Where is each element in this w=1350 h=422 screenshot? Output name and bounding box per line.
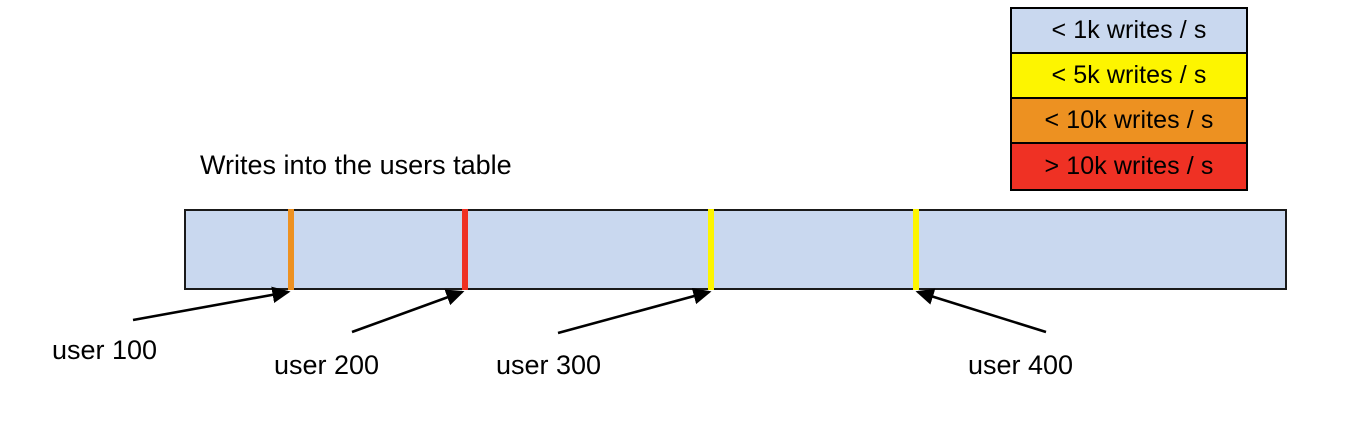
- legend-label-3: > 10k writes / s: [1044, 152, 1214, 180]
- arrow-user-100: [132, 286, 291, 322]
- label-user-200: user 200: [274, 350, 380, 380]
- bar-background: [184, 209, 1287, 290]
- label-user-100: user 100: [52, 335, 158, 365]
- legend-label-0: < 1k writes / s: [1051, 16, 1207, 44]
- marker-user-300: [708, 209, 714, 290]
- label-user-400: user 400: [968, 350, 1074, 380]
- legend: < 1k writes / s < 5k writes / s < 10k wr…: [1010, 7, 1248, 191]
- chart-title: Writes into the users table: [200, 150, 512, 180]
- arrow-user-400: [915, 288, 1047, 334]
- arrow-user-300: [557, 288, 712, 335]
- marker-user-100: [288, 209, 294, 290]
- legend-row-1: < 5k writes / s: [1012, 54, 1246, 99]
- users-table-bar: [184, 209, 1287, 290]
- legend-row-0: < 1k writes / s: [1012, 9, 1246, 54]
- marker-user-400: [913, 209, 919, 290]
- legend-label-1: < 5k writes / s: [1051, 61, 1207, 89]
- arrow-user-200: [351, 289, 465, 334]
- legend-row-3: > 10k writes / s: [1012, 144, 1246, 189]
- legend-row-2: < 10k writes / s: [1012, 99, 1246, 144]
- marker-user-200: [462, 209, 468, 290]
- label-user-300: user 300: [496, 350, 602, 380]
- legend-label-2: < 10k writes / s: [1044, 106, 1214, 134]
